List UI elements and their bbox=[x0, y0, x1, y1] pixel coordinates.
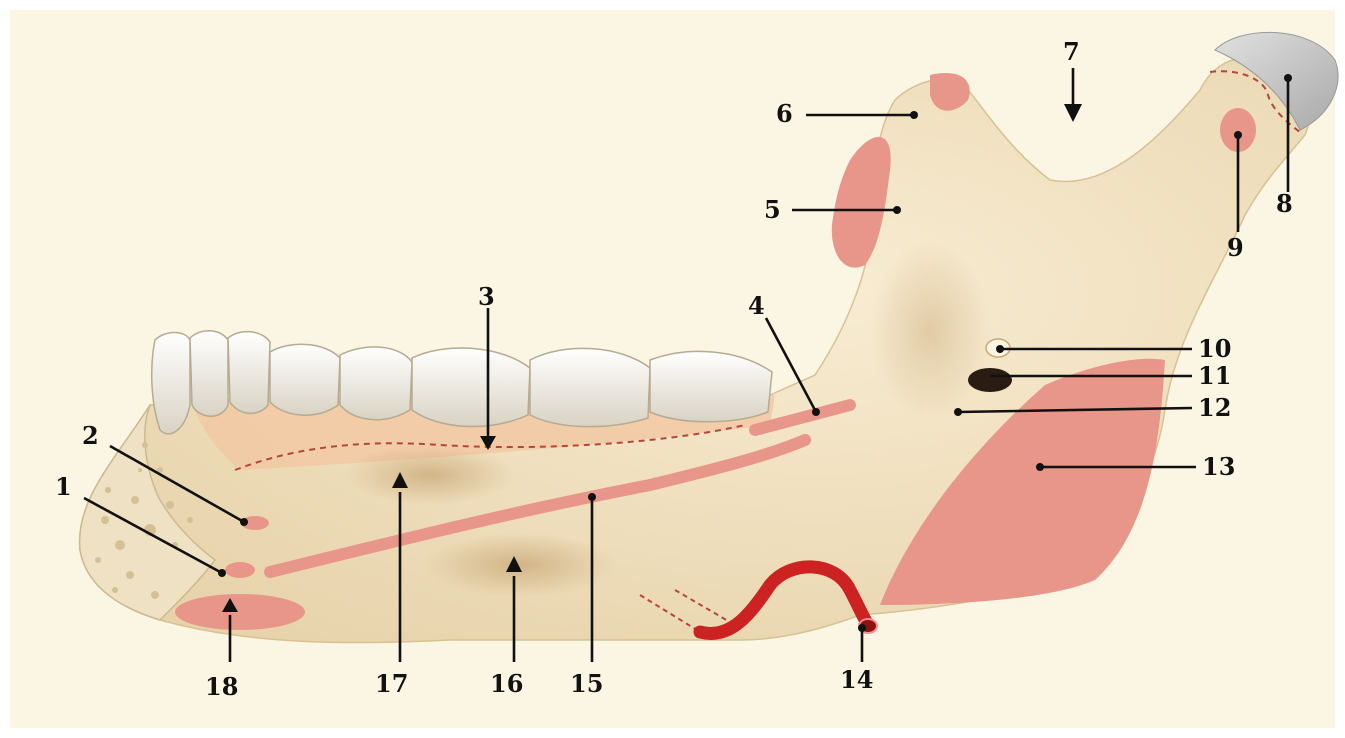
label-2: 2 bbox=[82, 421, 99, 450]
label-8: 8 bbox=[1276, 189, 1293, 218]
label-6: 6 bbox=[776, 99, 793, 128]
label-7: 7 bbox=[1063, 37, 1080, 66]
label-11: 11 bbox=[1198, 361, 1231, 390]
label-4: 4 bbox=[748, 291, 765, 320]
label-14: 14 bbox=[840, 665, 873, 694]
label-13: 13 bbox=[1202, 452, 1235, 481]
sublingual-fossa bbox=[345, 445, 515, 505]
ramus-shadow bbox=[870, 240, 990, 420]
mandibular-foramen bbox=[968, 368, 1012, 392]
digastric-fossa bbox=[175, 594, 305, 630]
genial-tubercle-lower bbox=[225, 562, 255, 578]
label-5: 5 bbox=[764, 195, 781, 224]
label-15: 15 bbox=[570, 669, 603, 698]
submandibular-fossa bbox=[425, 533, 615, 597]
label-16: 16 bbox=[490, 669, 523, 698]
label-17: 17 bbox=[375, 669, 408, 698]
label-1: 1 bbox=[55, 472, 72, 501]
label-12: 12 bbox=[1198, 393, 1231, 422]
label-3: 3 bbox=[478, 282, 495, 311]
label-10: 10 bbox=[1198, 334, 1231, 363]
label-9: 9 bbox=[1227, 233, 1244, 262]
label-18: 18 bbox=[205, 672, 238, 701]
